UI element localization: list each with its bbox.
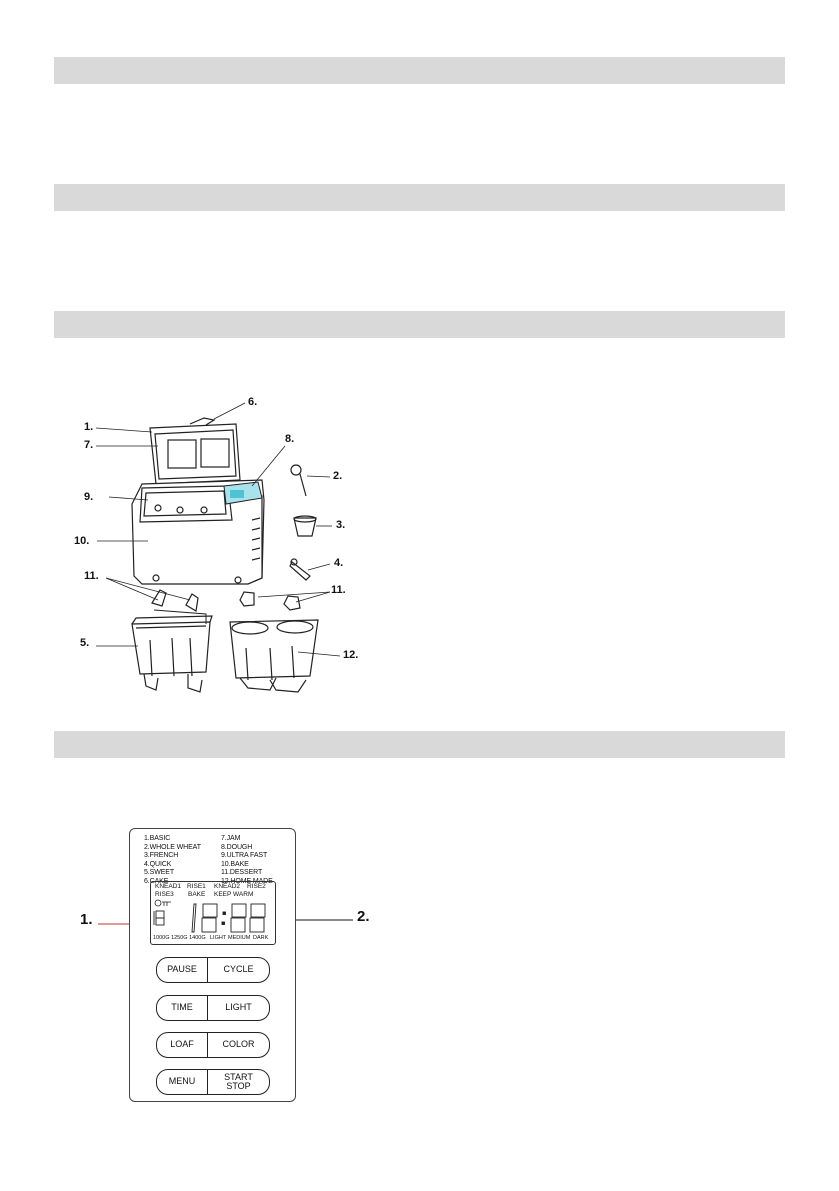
program-label: 1.BASIC xyxy=(144,835,171,842)
program-label: 8.DOUGH xyxy=(221,843,253,851)
control-panel: 1.BASIC 2.WHOLE WHEAT 3.FRENCH 4.QUICK 5… xyxy=(129,828,296,1102)
program-label: 11.DESSERT xyxy=(221,869,263,876)
lcd-digits xyxy=(153,899,266,933)
stage-keep-warm: KEEP WARM xyxy=(214,891,254,898)
callout-12: 12. xyxy=(343,649,359,661)
stage-rise3: RISE3 xyxy=(155,891,174,898)
callout-5: 5. xyxy=(80,637,90,649)
section-heading-bar-4 xyxy=(54,731,785,758)
program-label: 3.FRENCH xyxy=(144,852,179,859)
stage-knead1: KNEAD1 xyxy=(155,883,182,890)
crust-medium-label: MEDIUM xyxy=(228,935,251,941)
callout-6: 6. xyxy=(248,396,258,408)
button-pair-menu-start-stop: MENU START STOP xyxy=(156,1069,270,1095)
section-heading-bar-3 xyxy=(54,311,785,338)
program-label: 4.QUICK xyxy=(144,860,172,868)
appliance-parts-diagram: 1. 7. 6. 8. 9. 2. 10. 3. 4. 11. 11. 5. 1… xyxy=(60,385,380,705)
callout-7: 7. xyxy=(84,439,94,451)
callout-1: 1. xyxy=(84,421,94,433)
light-button[interactable]: LIGHT xyxy=(225,1002,252,1013)
program-label: 2.WHOLE WHEAT xyxy=(144,843,201,851)
program-label: 9.ULTRA FAST xyxy=(221,852,268,859)
button-pair-time-light: TIME LIGHT xyxy=(156,995,270,1021)
callout-8: 8. xyxy=(285,433,295,445)
stage-rise1: RISE1 xyxy=(187,883,206,890)
stage-rise2: RISE2 xyxy=(247,883,266,890)
menu-button[interactable]: MENU xyxy=(168,1076,196,1087)
callout-10: 10. xyxy=(74,535,90,547)
button-pair-loaf-color: LOAF COLOR xyxy=(156,1032,270,1058)
callout-4: 4. xyxy=(334,557,344,569)
callout-9: 9. xyxy=(84,491,94,503)
time-button[interactable]: TIME xyxy=(171,1002,193,1013)
stage-bake: BAKE xyxy=(188,891,206,898)
start-stop-button[interactable]: START STOP xyxy=(224,1071,253,1091)
crust-dark-label: DARK xyxy=(253,935,269,941)
button-pair-pause-cycle: PAUSE CYCLE xyxy=(156,957,270,983)
section-heading-bar-1 xyxy=(54,57,785,84)
appliance-illustration xyxy=(95,402,341,693)
callout-3: 3. xyxy=(336,519,346,531)
callout-11-right: 11. xyxy=(331,584,346,596)
pause-button[interactable]: PAUSE xyxy=(167,964,197,975)
callout-panel-1: 1. xyxy=(80,911,93,928)
program-label: 5.SWEET xyxy=(144,869,175,876)
section-heading-bar-2 xyxy=(54,184,785,211)
callout-11-left: 11. xyxy=(84,570,99,582)
crust-light-label: LIGHT xyxy=(210,935,227,941)
cycle-button[interactable]: CYCLE xyxy=(223,964,254,975)
color-button[interactable]: COLOR xyxy=(222,1039,255,1050)
callout-panel-2: 2. xyxy=(357,908,370,925)
stage-knead2: KNEAD2 xyxy=(214,883,241,890)
loaf-size-labels: 1000G 1250G 1400G xyxy=(153,935,206,941)
callout-2: 2. xyxy=(333,470,343,482)
lcd-display: KNEAD1 RISE1 KNEAD2 RISE2 RISE3 BAKE KEE… xyxy=(150,881,276,945)
timer-icon xyxy=(154,899,171,907)
program-label: 10.BAKE xyxy=(221,860,249,868)
program-label: 7.JAM xyxy=(221,835,241,842)
loaf-button[interactable]: LOAF xyxy=(170,1039,194,1050)
